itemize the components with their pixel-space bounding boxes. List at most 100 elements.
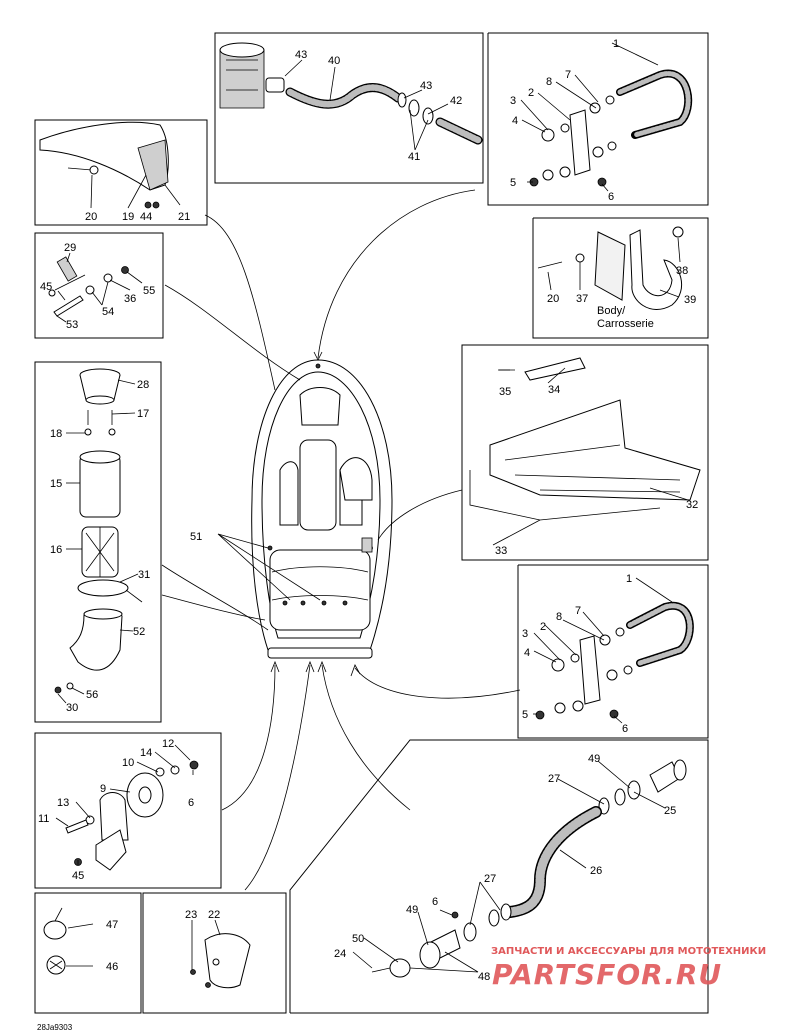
front-cover-parts (39, 121, 169, 209)
label-29: 29 (64, 242, 76, 254)
panel-body-clip (532, 217, 709, 339)
label-54: 54 (102, 306, 114, 318)
water-hose-parts (371, 759, 687, 978)
panel-footrest-mat (461, 344, 709, 561)
label-53: 53 (66, 319, 78, 331)
body-clip-parts (537, 226, 684, 310)
label-37: 37 (576, 293, 588, 305)
label-4: 4 (512, 115, 518, 127)
panel-handle-upper (487, 32, 709, 206)
panel-clamp-screw (34, 892, 142, 1014)
panel-drain-plug (34, 732, 222, 889)
label-35: 35 (499, 386, 511, 398)
label-51: 51 (190, 531, 202, 543)
label-2: 2 (540, 621, 546, 633)
label-12: 12 (162, 738, 174, 750)
panel-water-hose (289, 739, 709, 1014)
label-33: 33 (495, 545, 507, 557)
label-22: 22 (208, 909, 220, 921)
label-47: 47 (106, 919, 118, 931)
drain-plug-parts (65, 760, 199, 871)
label-25: 25 (664, 805, 676, 817)
label-55: 55 (143, 285, 155, 297)
label-36: 36 (124, 293, 136, 305)
label-5: 5 (510, 177, 516, 189)
label-28: 28 (137, 379, 149, 391)
label-18: 18 (50, 428, 62, 440)
label-19: 19 (122, 211, 134, 223)
label-8: 8 (556, 611, 562, 623)
cover-plate-parts (190, 930, 251, 989)
label-3: 3 (510, 95, 516, 107)
support-bolt-parts (48, 256, 129, 317)
label-30: 30 (66, 702, 78, 714)
label-6: 6 (188, 797, 194, 809)
oil-tank-hose-parts (219, 42, 483, 145)
label-8: 8 (546, 76, 552, 88)
label-9: 9 (100, 783, 106, 795)
panel-front-cover (34, 119, 208, 226)
watermark-subtitle: ЗАПЧАСТИ И АКСЕССУАРЫ ДЛЯ МОТОТЕХНИКИ (491, 946, 766, 957)
label-45: 45 (72, 870, 84, 882)
label-48: 48 (478, 971, 490, 983)
label-52: 52 (133, 626, 145, 638)
hull-top-view (251, 359, 393, 659)
label-1: 1 (613, 38, 619, 50)
label-27: 27 (548, 773, 560, 785)
label-7: 7 (565, 69, 571, 81)
watermark: ЗАПЧАСТИ И АКСЕССУАРЫ ДЛЯ МОТОТЕХНИКИ PA… (491, 946, 766, 991)
label-32: 32 (686, 499, 698, 511)
label-17: 17 (137, 408, 149, 420)
label-49: 49 (406, 904, 418, 916)
label-34: 34 (548, 384, 560, 396)
label-39: 39 (684, 294, 696, 306)
label-40: 40 (328, 55, 340, 67)
label-20: 20 (547, 293, 559, 305)
label-7: 7 (575, 605, 581, 617)
label-15: 15 (50, 478, 62, 490)
footrest-mat-parts (469, 357, 701, 521)
label-44: 44 (140, 211, 152, 223)
label-49: 49 (588, 753, 600, 765)
label-2: 2 (528, 87, 534, 99)
label-3: 3 (522, 628, 528, 640)
leader-lines (55, 42, 689, 973)
label-46: 46 (106, 961, 118, 973)
label-42: 42 (450, 95, 462, 107)
label-31: 31 (138, 569, 150, 581)
label-41: 41 (408, 151, 420, 163)
label-24: 24 (334, 948, 346, 960)
panel-support-bolt (34, 232, 164, 339)
label-27: 27 (484, 873, 496, 885)
label-6: 6 (432, 896, 438, 908)
diagram-code: 28Ja9303 (37, 1023, 73, 1032)
label-50: 50 (352, 933, 364, 945)
label-5: 5 (522, 709, 528, 721)
label-20: 20 (85, 211, 97, 223)
label-14: 14 (140, 747, 152, 759)
label-43: 43 (420, 80, 432, 92)
label-1: 1 (626, 573, 632, 585)
handle-lower-parts (535, 601, 694, 720)
air-filter-parts (54, 368, 143, 694)
label-6: 6 (608, 191, 614, 203)
panel-handle-lower (517, 564, 709, 739)
clamp-screw-parts (43, 907, 67, 975)
watermark-brand: PARTSFOR.RU (492, 958, 722, 991)
body-label-line2: Carrosserie (597, 318, 654, 330)
label-16: 16 (50, 544, 62, 556)
label-6: 6 (622, 723, 628, 735)
label-56: 56 (86, 689, 98, 701)
panel-frames (34, 32, 709, 1014)
panel-oil-tank-hose (214, 32, 484, 184)
label-21: 21 (178, 211, 190, 223)
panel-cover-plate (142, 892, 287, 1014)
body-label-line1: Body/ (597, 305, 626, 317)
label-43: 43 (295, 49, 307, 61)
connector-lines (161, 189, 521, 891)
label-45: 45 (40, 281, 52, 293)
label-4: 4 (524, 647, 530, 659)
label-10: 10 (122, 757, 134, 769)
handle-upper-parts (529, 69, 693, 187)
panel-air-filter (34, 361, 162, 723)
